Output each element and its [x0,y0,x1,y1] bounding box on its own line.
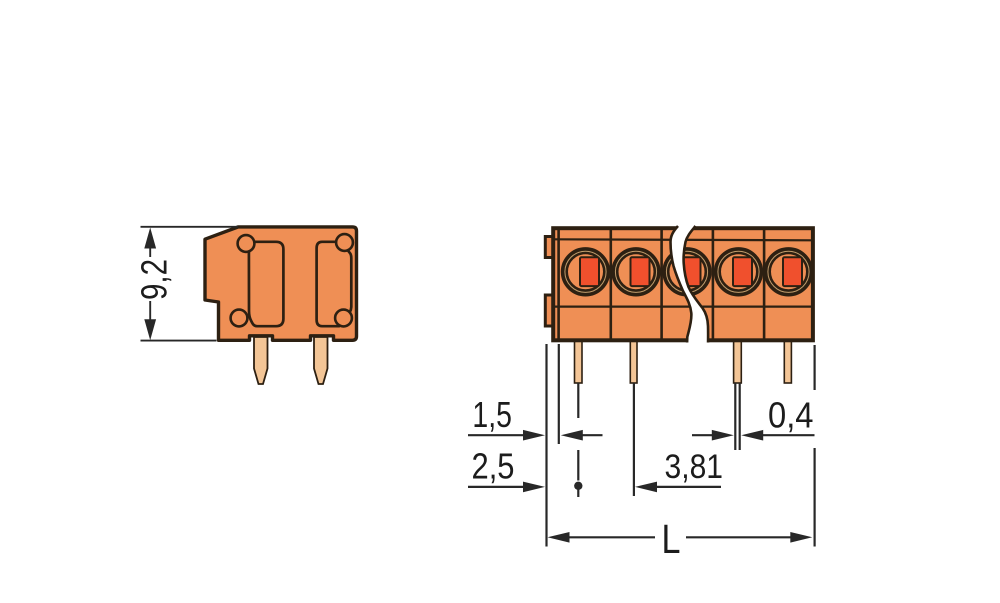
svg-text:3,81: 3,81 [665,448,724,486]
svg-text:9,2: 9,2 [134,259,175,300]
svg-text:2,5: 2,5 [472,445,515,486]
svg-text:0,4: 0,4 [768,394,814,435]
svg-text:L: L [662,516,681,562]
svg-text:1,5: 1,5 [472,394,512,435]
